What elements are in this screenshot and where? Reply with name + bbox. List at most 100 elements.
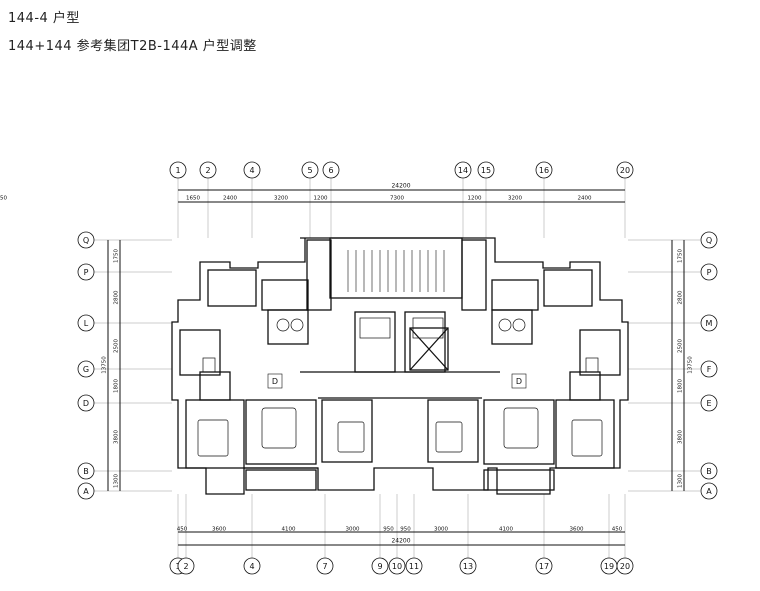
axis-bubble	[700, 394, 718, 412]
axis-bubble	[535, 557, 553, 575]
dimension-text: 4100	[282, 527, 296, 533]
axis-bubble	[243, 557, 261, 575]
axis-label: 2	[183, 562, 188, 571]
dimension-text: 2800	[678, 290, 684, 304]
bedroom-left-2	[321, 399, 373, 463]
dimension-text: 1200	[314, 196, 328, 202]
axis-label: 1	[175, 166, 180, 175]
axis-label: P	[84, 268, 89, 277]
axis-label: B	[706, 467, 712, 476]
axis-label: 7	[322, 562, 327, 571]
dimension-text: 450	[612, 527, 623, 533]
axis-bubble	[371, 557, 389, 575]
unit-tag-box	[267, 373, 283, 389]
axis-label: D	[83, 399, 89, 408]
dimension-text: 2500	[114, 339, 120, 353]
axis-label: 17	[539, 562, 549, 571]
axis-label: 16	[539, 166, 549, 175]
dimension-text: 3000	[346, 527, 360, 533]
axis-label: E	[706, 399, 711, 408]
dimension-text: 1800	[114, 379, 120, 393]
drawing-subtitle: 144+144 参考集团T2B-144A 户型调整	[8, 39, 257, 54]
axis-label: 10	[392, 562, 402, 571]
axis-label: 6	[328, 166, 333, 175]
axis-bubble	[388, 557, 406, 575]
axis-label: 20	[620, 562, 630, 571]
axis-bubble	[77, 263, 95, 281]
axis-bubble	[243, 161, 261, 179]
dimension-text: 3800	[678, 430, 684, 444]
axis-bubble	[77, 314, 95, 332]
bedroom-right-1	[555, 399, 615, 469]
dimension-text: 2500	[678, 339, 684, 353]
dimension-text: 450	[177, 527, 188, 533]
dimension-text: 2400	[223, 196, 237, 202]
dimension-text: 1200	[468, 196, 482, 202]
axis-label: 13	[463, 562, 473, 571]
dimension-text: 3800	[114, 430, 120, 444]
elevator-lobby	[354, 311, 396, 373]
dimension-text: 1650	[0, 196, 7, 202]
axis-bubble	[316, 557, 334, 575]
dimension-text: 4100	[499, 527, 513, 533]
unit-tag-label: D	[272, 377, 278, 386]
axis-bubble	[700, 360, 718, 378]
dimension-text: 2800	[114, 290, 120, 304]
axis-label: 19	[604, 562, 614, 571]
axis-label: Q	[706, 236, 712, 245]
dimension-text: 24200	[391, 183, 410, 190]
axis-label: G	[83, 365, 89, 374]
axis-label: 20	[620, 166, 630, 175]
axis-label: P	[707, 268, 712, 277]
axis-bubble	[322, 161, 340, 179]
axis-bubble	[459, 557, 477, 575]
axis-bubble	[477, 161, 495, 179]
living-left	[245, 399, 317, 465]
bedroom-left-1	[185, 399, 245, 469]
axis-label: A	[83, 487, 89, 496]
bedroom-right-2	[427, 399, 479, 463]
elevator-shaft	[409, 327, 449, 371]
axis-bubble	[700, 462, 718, 480]
axis-bubble	[301, 161, 319, 179]
living-right	[483, 399, 555, 465]
dimension-text: 1650	[186, 196, 200, 202]
exterior-wall	[171, 237, 629, 495]
dimension-text: 7300	[390, 196, 404, 202]
axis-bubble	[700, 263, 718, 281]
axis-label: 15	[481, 166, 491, 175]
unit-tag-label: D	[516, 377, 522, 386]
dimension-text: 1800	[678, 379, 684, 393]
dimension-text: 13750	[102, 356, 108, 374]
axis-bubble	[700, 482, 718, 500]
dimension-text: 1750	[114, 249, 120, 263]
dimension-text: 1300	[678, 474, 684, 488]
axis-bubble	[616, 557, 634, 575]
axis-label: B	[83, 467, 89, 476]
axis-bubble	[77, 231, 95, 249]
axis-label: M	[706, 319, 713, 328]
dimension-text: 1300	[114, 474, 120, 488]
axis-bubble	[77, 394, 95, 412]
dimension-text: 3600	[212, 527, 226, 533]
axis-bubble	[169, 161, 187, 179]
dimension-text: 3200	[274, 196, 288, 202]
dimension-text: 2400	[578, 196, 592, 202]
axis-label: 11	[409, 562, 419, 571]
dimension-text: 3000	[434, 527, 448, 533]
axis-label: F	[707, 365, 712, 374]
unit-tag-box	[511, 373, 527, 389]
axis-label: 9	[377, 562, 382, 571]
axis-label: Q	[83, 236, 89, 245]
dimension-text: 3600	[570, 527, 584, 533]
dimension-text: 950	[400, 527, 411, 533]
axis-bubble	[77, 360, 95, 378]
axis-bubble	[700, 231, 718, 249]
dimension-text: 3200	[508, 196, 522, 202]
axis-bubble	[77, 482, 95, 500]
axis-label: 5	[307, 166, 312, 175]
axis-label: 2	[205, 166, 210, 175]
dimension-text: 13750	[688, 356, 694, 374]
dimension-text: 1750	[678, 249, 684, 263]
